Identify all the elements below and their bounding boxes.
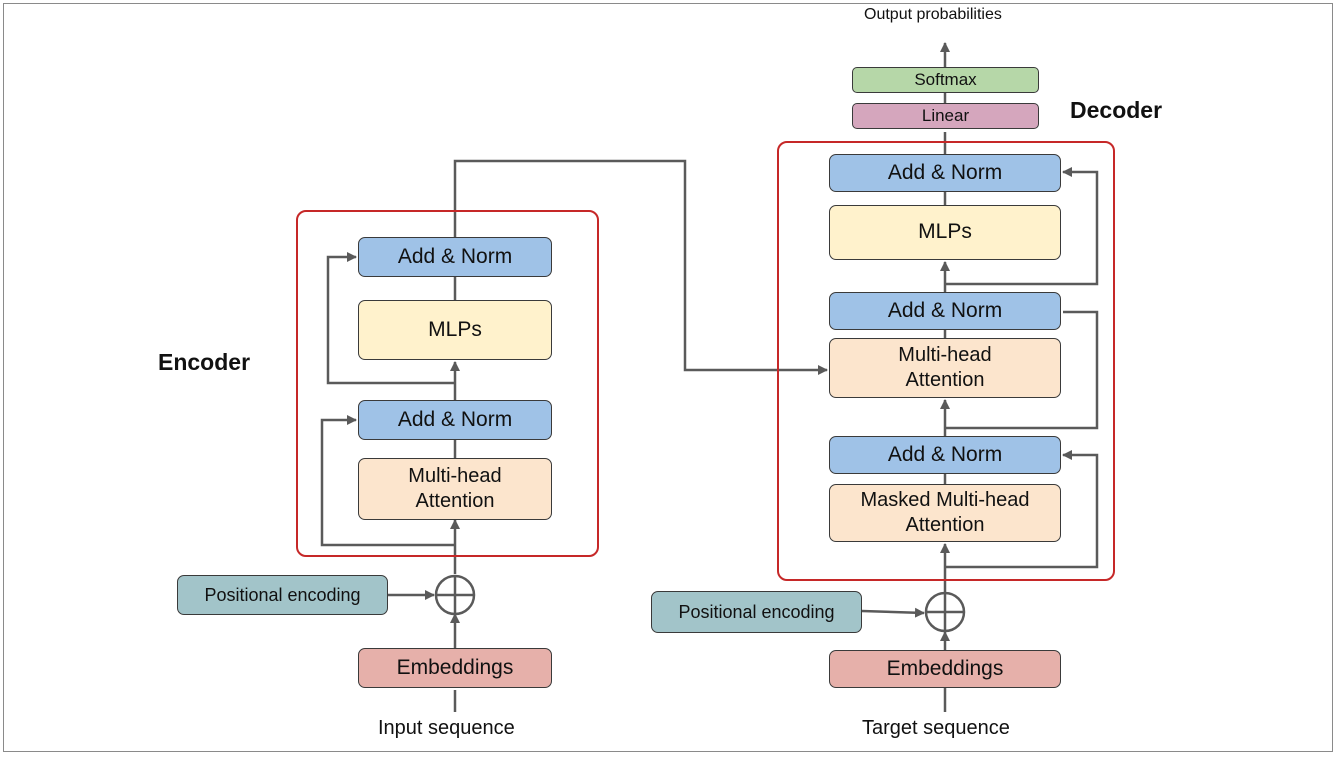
encoder-embeddings: Embeddings xyxy=(358,648,552,688)
encoder-title: Encoder xyxy=(158,349,251,375)
decoder-block-border xyxy=(777,141,1115,581)
enc-residual-2 xyxy=(326,252,455,385)
encoder-positional-encoding: Positional encoding xyxy=(177,575,388,615)
decoder-embeddings: Embeddings xyxy=(829,650,1061,688)
enc-add-circle xyxy=(434,574,476,616)
encoder-block-border xyxy=(296,210,599,557)
decoder-linear: Linear xyxy=(852,103,1039,129)
decoder-add-norm-top: Add & Norm xyxy=(829,154,1061,192)
enc-to-dec-link xyxy=(453,159,828,375)
decoder-add-norm-middle: Add & Norm xyxy=(829,292,1061,330)
decoder-target-label: Target sequence xyxy=(862,717,1010,739)
enc-residual-1 xyxy=(320,415,455,547)
decoder-mlps: MLPs xyxy=(829,205,1061,260)
decoder-softmax: Softmax xyxy=(852,67,1039,93)
dec-residual-3 xyxy=(945,167,1099,286)
dec-residual-2 xyxy=(945,310,1099,430)
encoder-add-norm-bottom: Add & Norm xyxy=(358,400,552,440)
decoder-output-label: Output probabilities xyxy=(864,6,1002,23)
encoder-mlps: MLPs xyxy=(358,300,552,360)
decoder-cross-attention: Multi-head Attention xyxy=(829,338,1061,398)
decoder-title: Decoder xyxy=(1070,97,1163,123)
encoder-multi-head-attention: Multi-head Attention xyxy=(358,458,552,520)
decoder-add-norm-bottom: Add & Norm xyxy=(829,436,1061,474)
diagram-frame xyxy=(3,3,1333,752)
decoder-masked-attention: Masked Multi-head Attention xyxy=(829,484,1061,542)
dec-posenc-to-add xyxy=(861,607,925,618)
encoder-input-label: Input sequence xyxy=(378,717,515,739)
dec-residual-1 xyxy=(945,450,1099,569)
dec-add-circle xyxy=(924,591,966,633)
decoder-positional-encoding: Positional encoding xyxy=(651,591,862,633)
encoder-add-norm-top: Add & Norm xyxy=(358,237,552,277)
